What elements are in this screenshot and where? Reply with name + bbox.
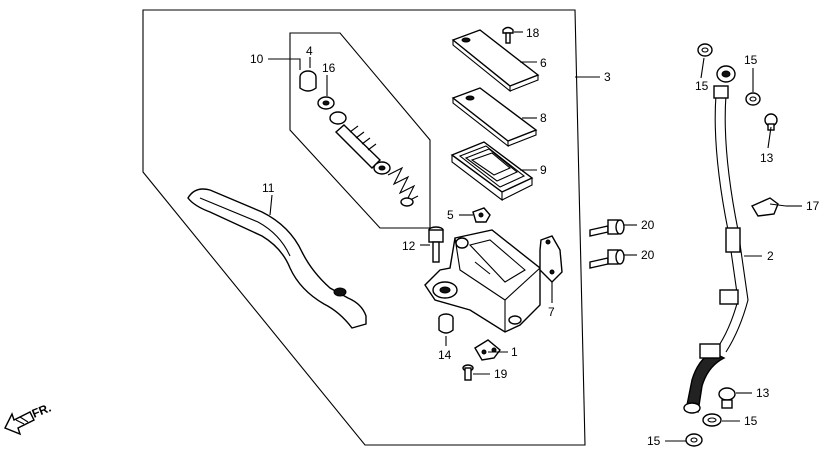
callout-15-lower-left: 15 [647,434,661,448]
callout-3: 3 [604,70,611,84]
callout-1: 1 [511,345,518,359]
bolt-part-13-lower [718,387,736,409]
callout-20-upper: 20 [641,218,655,232]
callout-15-upper-left: 15 [695,79,709,93]
screw-part-18 [502,26,514,44]
brake-lever-part-11 [187,188,367,329]
callout-10: 10 [250,52,264,66]
spring [387,166,419,207]
leader-lines [268,31,802,442]
callout-16: 16 [322,61,336,75]
clip-part-17 [750,197,787,217]
holder-part-7 [539,235,563,283]
diaphragm-part-9 [450,141,534,202]
assembly-3-boundary [142,9,586,446]
hose-fitting-upper [716,65,736,83]
washer-part-15-upper-left [697,43,713,57]
front-direction-label: FR. [30,401,53,421]
bolt-part-12 [428,226,444,263]
washer-part-15-upper-right [745,92,761,106]
callout-19: 19 [494,367,508,381]
piston-cup-part-4 [299,70,317,92]
callout-9: 9 [540,163,547,177]
washer-part-15-lower-right [702,413,722,427]
callout-11: 11 [262,181,275,195]
reservoir-cap-part-6 [451,29,540,93]
callout-15-upper-right: 15 [744,53,758,67]
callout-7: 7 [548,305,555,319]
callout-14: 14 [438,348,452,362]
bolt-part-20-lower [589,249,625,269]
callout-8: 8 [540,111,547,125]
piston-set [329,111,391,175]
callout-13-upper: 13 [760,151,774,165]
callout-4: 4 [306,44,313,58]
brake-hose-part-2 [683,85,749,414]
callout-5: 5 [447,208,454,222]
master-cylinder-body [424,229,541,333]
callout-15-lower-right: 15 [744,414,758,428]
diaphragm-plate-part-8 [451,87,538,148]
cap-part-14 [438,313,454,334]
front-direction-arrow-icon [4,411,35,436]
callout-18: 18 [526,26,540,40]
callout-13-lower: 13 [756,386,770,400]
washer-part-15-lower-left [685,433,703,447]
bracket-part-5 [472,207,491,223]
callout-20-lower: 20 [641,248,655,262]
bolt-part-20-upper [589,219,625,237]
callout-2: 2 [767,249,774,263]
callout-6: 6 [540,56,547,70]
switch-part-1 [474,339,501,361]
callout-12: 12 [402,239,416,253]
washer-part-16 [317,96,335,110]
screw-part-19 [462,364,474,381]
callout-17: 17 [806,199,820,213]
